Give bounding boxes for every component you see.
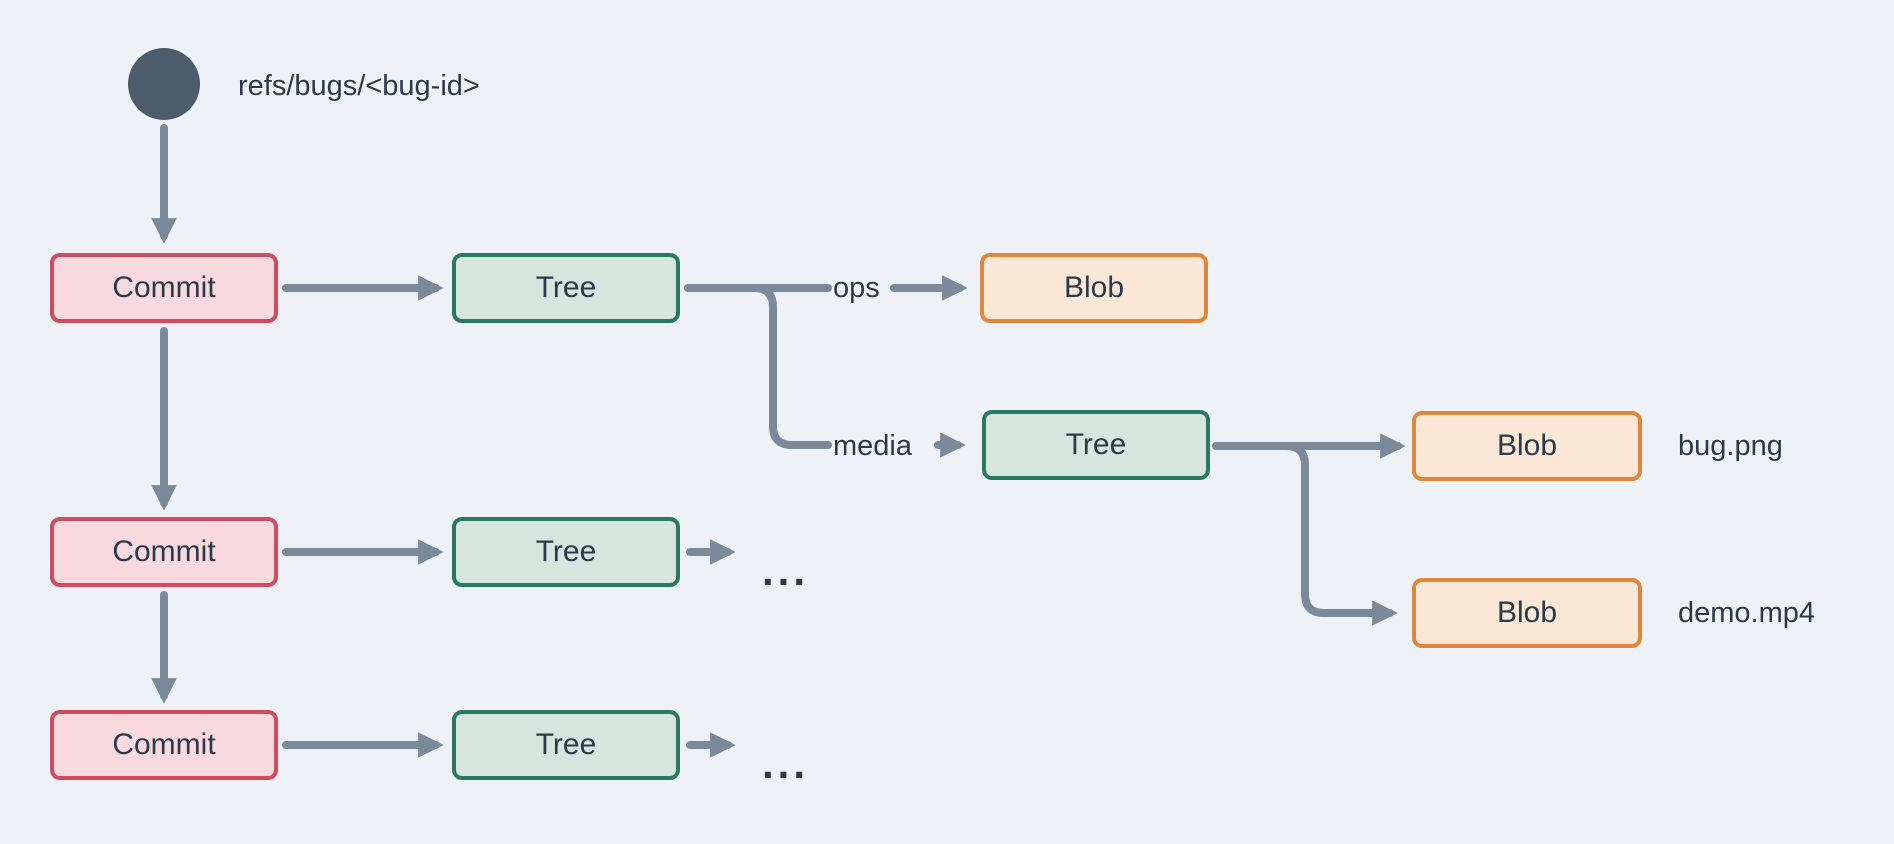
file-label-demo-mp4: demo.mp4 — [1678, 597, 1816, 629]
commit-node-2: Commit — [50, 517, 278, 587]
tree-node-3-label: Tree — [535, 728, 597, 761]
blob-node-bug: Blob — [1412, 411, 1642, 481]
tree-node-2-label: Tree — [535, 535, 597, 568]
ref-circle — [128, 48, 200, 120]
blob-node-demo-label: Blob — [1496, 596, 1558, 629]
ellipsis-row2: ... — [762, 547, 810, 594]
edge-treemedia-branch-to-blob-demo — [1282, 442, 1398, 626]
tree-node-media: Tree — [982, 410, 1210, 480]
edge-label-media: media — [833, 430, 912, 462]
blob-node-ops: Blob — [980, 253, 1208, 323]
commit-node-1: Commit — [50, 253, 278, 323]
ref-label: refs/bugs/<bug-id> — [238, 70, 480, 102]
edge-label-ops: ops — [833, 272, 880, 304]
blob-node-ops-label: Blob — [1063, 271, 1125, 304]
commit-node-2-label: Commit — [112, 535, 216, 568]
ellipsis-row3: ... — [762, 740, 810, 787]
tree-node-3: Tree — [452, 710, 680, 780]
commit-node-3: Commit — [50, 710, 278, 780]
tree-node-1: Tree — [452, 253, 680, 323]
commit-node-3-label: Commit — [112, 728, 216, 761]
file-label-bug-png: bug.png — [1678, 430, 1783, 462]
tree-node-media-label: Tree — [1065, 428, 1127, 461]
blob-node-bug-label: Blob — [1496, 429, 1558, 462]
blob-node-demo: Blob — [1412, 578, 1642, 648]
commit-node-1-label: Commit — [112, 271, 216, 304]
edge-tree1-branch-to-media — [750, 284, 832, 449]
tree-node-2: Tree — [452, 517, 680, 587]
tree-node-1-label: Tree — [535, 271, 597, 304]
